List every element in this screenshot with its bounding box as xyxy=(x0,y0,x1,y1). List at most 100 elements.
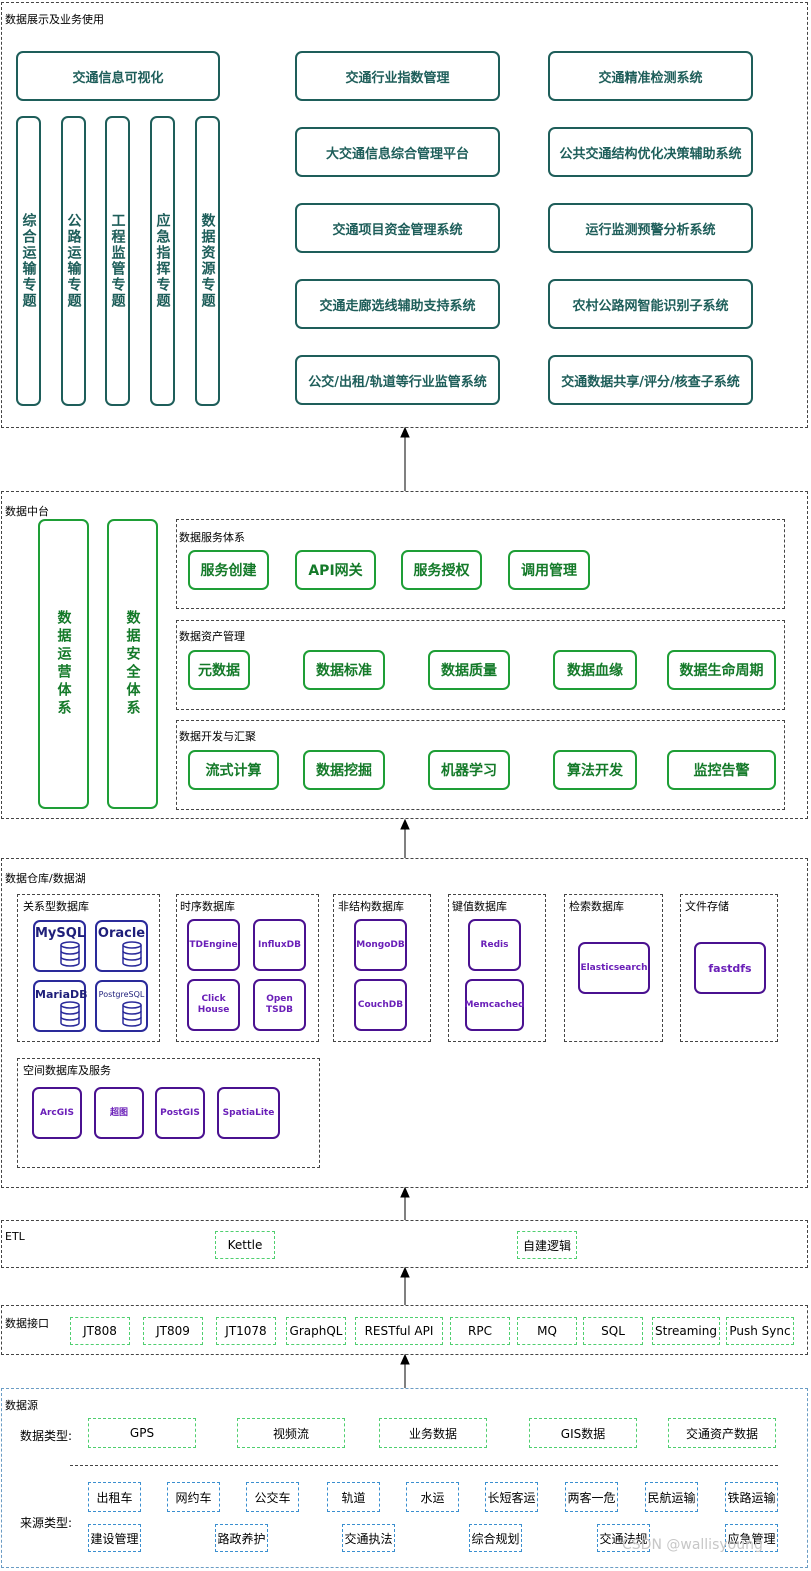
database-icon xyxy=(60,941,80,967)
viz-box: 交通信息可视化 xyxy=(16,51,220,101)
system-box: 交通走廊选线辅助支持系统 xyxy=(295,279,500,329)
nosql-db-group xyxy=(333,894,431,1042)
ts-db-group xyxy=(176,894,319,1042)
kv-db-group xyxy=(448,894,546,1042)
file-store-group xyxy=(680,894,778,1042)
db-postgresql: PostgreSQL xyxy=(95,980,148,1032)
source-divider xyxy=(70,1465,778,1466)
database-icon xyxy=(122,1001,142,1027)
db-opentsdb: Open TSDB xyxy=(253,979,306,1031)
db-mongodb: MongoDB xyxy=(354,919,407,971)
system-box: 交通项目资金管理系统 xyxy=(295,203,500,253)
security-system: 数据安全体系 xyxy=(107,519,158,809)
source-item: 交通法规 xyxy=(597,1524,650,1552)
system-box: 交通行业指数管理 xyxy=(295,51,500,101)
interface-item: RPC xyxy=(450,1317,510,1345)
db-label: PostgreSQL xyxy=(98,990,145,999)
dev-item: 流式计算 xyxy=(188,750,279,790)
source-type-label: 来源类型: xyxy=(20,1516,73,1530)
db-oracle: Oracle xyxy=(95,920,148,972)
db-clickhouse: Click House xyxy=(187,979,240,1031)
asset-item: 元数据 xyxy=(188,650,250,690)
db-redis: Redis xyxy=(468,919,521,971)
db-label: MariaDB xyxy=(35,988,88,1001)
system-box: 交通数据共享/评分/核查子系统 xyxy=(548,355,753,405)
interface-item: Push Sync xyxy=(726,1317,794,1345)
layer-interface-title: 数据接口 xyxy=(5,1317,49,1330)
data-type-item: GIS数据 xyxy=(529,1418,637,1448)
source-item: 民航运输 xyxy=(645,1482,698,1512)
data-type-item: 视频流 xyxy=(237,1418,345,1448)
service-item: 调用管理 xyxy=(508,550,590,590)
geo-arcgis: ArcGIS xyxy=(32,1087,82,1139)
source-item: 两客一危 xyxy=(565,1482,618,1512)
dev-item: 数据挖掘 xyxy=(303,750,385,790)
layer-business-title: 数据展示及业务使用 xyxy=(5,13,104,26)
system-box: 运行监测预警分析系统 xyxy=(548,203,753,253)
asset-group xyxy=(176,620,785,710)
layer-etl-title: ETL xyxy=(5,1230,25,1243)
search-db-title: 检索数据库 xyxy=(569,900,624,913)
watermark: CSDN @wallisyoung xyxy=(622,1537,763,1553)
db-elasticsearch: Elasticsearch xyxy=(578,942,650,994)
ops-system: 数据运营体系 xyxy=(38,519,89,809)
db-memcached: Memcached xyxy=(464,979,525,1031)
data-type-item: GPS xyxy=(88,1418,196,1448)
asset-item: 数据生命周期 xyxy=(667,650,776,690)
layer-middle-platform xyxy=(1,491,808,819)
database-icon xyxy=(60,1001,80,1027)
source-item: 出租车 xyxy=(88,1482,141,1512)
data-type-label: 数据类型: xyxy=(20,1429,73,1443)
system-box: 公交/出租/轨道等行业监管系统 xyxy=(295,355,500,405)
source-item: 网约车 xyxy=(167,1482,220,1512)
source-item: 水运 xyxy=(406,1482,459,1512)
database-icon xyxy=(122,941,142,967)
db-label: MySQL xyxy=(35,926,86,941)
layer-warehouse-title: 数据仓库/数据湖 xyxy=(5,872,86,885)
search-db-group xyxy=(564,894,663,1042)
service-item: API网关 xyxy=(295,550,376,590)
layer-middle-title: 数据中台 xyxy=(5,505,49,518)
topic-1: 综合运输专题 xyxy=(16,116,41,406)
dev-item: 算法开发 xyxy=(553,750,637,790)
dev-item: 监控告警 xyxy=(667,750,776,790)
source-item: 公交车 xyxy=(246,1482,299,1512)
db-tdengine: TDEngine xyxy=(187,919,240,971)
kv-db-title: 键值数据库 xyxy=(452,900,507,913)
source-item: 路政养护 xyxy=(215,1524,268,1552)
dev-item: 机器学习 xyxy=(428,750,510,790)
db-couchdb: CouchDB xyxy=(354,979,407,1031)
interface-item: Streaming xyxy=(652,1317,720,1345)
file-fastdfs: fastdfs xyxy=(694,942,766,994)
system-box: 农村公路网智能识别子系统 xyxy=(548,279,753,329)
system-box: 公共交通结构优化决策辅助系统 xyxy=(548,127,753,177)
nosql-db-title: 非结构数据库 xyxy=(338,900,404,913)
service-group xyxy=(176,519,785,609)
rel-db-title: 关系型数据库 xyxy=(23,900,89,913)
source-item: 建设管理 xyxy=(88,1524,141,1552)
layer-etl xyxy=(1,1220,808,1268)
interface-item: MQ xyxy=(517,1317,577,1345)
data-type-item: 交通资产数据 xyxy=(668,1418,776,1448)
source-item: 轨道 xyxy=(327,1482,380,1512)
asset-group-title: 数据资产管理 xyxy=(179,630,245,643)
etl-kettle: Kettle xyxy=(215,1231,275,1259)
topic-5: 数据资源专题 xyxy=(195,116,220,406)
geo-db-title: 空间数据库及服务 xyxy=(23,1064,111,1077)
db-influxdb: InfluxDB xyxy=(253,919,306,971)
db-mariadb: MariaDB xyxy=(33,980,88,1032)
asset-item: 数据质量 xyxy=(428,650,510,690)
interface-item: SQL xyxy=(583,1317,643,1345)
system-box: 交通精准检测系统 xyxy=(548,51,753,101)
topic-4: 应急指挥专题 xyxy=(150,116,175,406)
service-item: 服务授权 xyxy=(401,550,482,590)
dev-group xyxy=(176,720,785,810)
interface-item: JT1078 xyxy=(216,1317,276,1345)
geo-postgis: PostGIS xyxy=(155,1087,205,1139)
topic-2: 公路运输专题 xyxy=(61,116,86,406)
ts-db-title: 时序数据库 xyxy=(180,900,235,913)
db-label: Oracle xyxy=(97,926,146,941)
layer-source xyxy=(1,1388,808,1568)
service-group-title: 数据服务体系 xyxy=(179,531,245,544)
file-store-title: 文件存储 xyxy=(685,900,729,913)
